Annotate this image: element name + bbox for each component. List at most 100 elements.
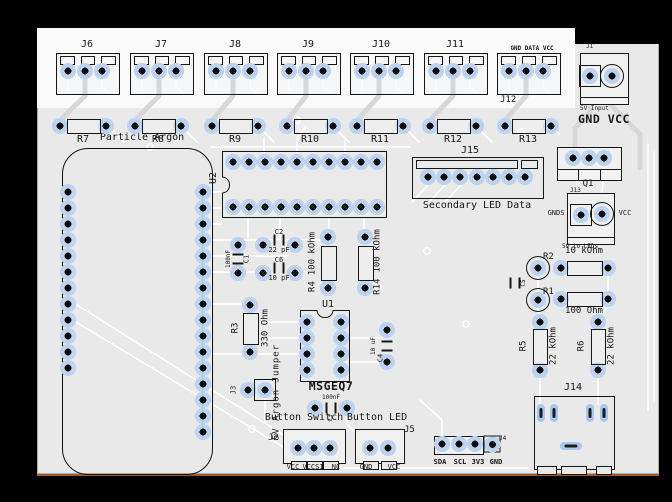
pad xyxy=(298,345,316,363)
resistor-body xyxy=(67,119,101,134)
pad xyxy=(133,62,151,80)
pad xyxy=(419,168,437,186)
j4-pin-label: SDA xyxy=(433,458,447,466)
resistor-body xyxy=(243,313,259,345)
j4-pin-label: 3V3 xyxy=(471,458,485,466)
pad xyxy=(297,62,315,80)
pad xyxy=(272,198,290,216)
pad xyxy=(224,62,242,80)
pad xyxy=(93,62,111,80)
capacitor-ref: C6 xyxy=(274,256,284,264)
pad xyxy=(433,435,451,453)
connector-ref: J11 xyxy=(445,39,465,50)
capacitor-symbol xyxy=(325,402,337,414)
pin1-notch xyxy=(316,310,334,318)
pad xyxy=(298,313,316,331)
pad xyxy=(379,439,397,457)
pad xyxy=(240,198,258,216)
pad xyxy=(59,231,77,249)
pad xyxy=(468,168,486,186)
resistor-body xyxy=(512,119,546,134)
connector-ref: J9 xyxy=(301,39,315,50)
pad xyxy=(500,62,518,80)
j5-caption: Button LED xyxy=(346,412,408,423)
resistor-ref: R8 xyxy=(151,134,165,145)
module-particle-argon[interactable] xyxy=(62,148,213,475)
resistor-body xyxy=(321,246,337,281)
capacitor-symbol xyxy=(232,253,244,265)
j5-pin-label: GND xyxy=(359,463,373,471)
ic-ref: U1 xyxy=(321,299,335,310)
j13-pad-square xyxy=(570,204,592,226)
resistor-ref: R11 xyxy=(370,134,390,145)
j13-left-pin-label: GNDS xyxy=(547,209,565,217)
pad xyxy=(353,62,371,80)
capacitor-ref: C1 xyxy=(242,254,251,264)
pad xyxy=(368,198,386,216)
pad xyxy=(59,295,77,313)
pad xyxy=(320,153,338,171)
connector-ref: J5 xyxy=(404,425,415,435)
resistor-body xyxy=(437,119,471,134)
j14-slot xyxy=(560,442,582,450)
pin1-notch xyxy=(222,176,230,193)
pad xyxy=(298,361,316,379)
resistor-ref: R2 xyxy=(543,252,554,262)
pad xyxy=(370,62,388,80)
resistor-ref: R7 xyxy=(76,134,90,145)
pad xyxy=(444,62,462,80)
j2-pin-label: VCCS1 xyxy=(302,463,324,471)
jumper-note: 5V Argon Jumper xyxy=(271,343,282,441)
pad xyxy=(387,62,405,80)
resistor-ref: R3 xyxy=(230,322,241,334)
pad xyxy=(332,361,350,379)
resistor-value: 330 Ohm xyxy=(260,309,271,347)
j13-caption: 5V to LEDs xyxy=(562,243,599,250)
resistor-ref: R13 xyxy=(518,134,538,145)
pad xyxy=(194,263,212,281)
pad xyxy=(332,345,350,363)
pad xyxy=(484,168,502,186)
connector-ref: J10 xyxy=(371,39,391,50)
resistor-body xyxy=(219,119,253,134)
j1-caption: 5V Input xyxy=(580,105,609,112)
pad xyxy=(194,295,212,313)
connector-ref: J7 xyxy=(154,39,168,50)
j1-pad-round xyxy=(600,64,624,88)
pad xyxy=(194,215,212,233)
pad xyxy=(150,62,168,80)
connector-strip xyxy=(557,169,622,181)
pad xyxy=(336,153,354,171)
capacitor-value: 10 pF xyxy=(268,274,290,282)
pad xyxy=(256,198,274,216)
pad xyxy=(280,62,298,80)
resistor-ref: R10 xyxy=(300,134,320,145)
j1-power-label: GND VCC xyxy=(578,112,630,126)
pad xyxy=(194,311,212,329)
pad xyxy=(59,263,77,281)
connector-ref: J15 xyxy=(460,145,480,156)
pad xyxy=(451,168,469,186)
j4-pad-square xyxy=(483,435,501,453)
pad xyxy=(59,359,77,377)
connector-ref: J6 xyxy=(80,39,94,50)
pad xyxy=(272,153,290,171)
j15-caption: Secondary LED Data xyxy=(422,200,532,211)
capacitor-symbol xyxy=(509,277,521,289)
connector-ref: J8 xyxy=(228,39,242,50)
pad xyxy=(435,168,453,186)
j4-pin-label: SCL xyxy=(453,458,467,466)
connector-ref: J2 xyxy=(268,433,279,443)
pad xyxy=(304,198,322,216)
pad xyxy=(500,168,518,186)
pad xyxy=(305,439,323,457)
resistor-value: 22 kOhm xyxy=(606,327,617,365)
resistor-ref: R6 xyxy=(576,340,587,352)
connector-strip xyxy=(567,237,615,245)
resistor-value: 10 kOhm xyxy=(565,246,603,256)
pad xyxy=(59,343,77,361)
connector-ref: J14 xyxy=(563,382,583,393)
pad xyxy=(288,153,306,171)
pad xyxy=(289,439,307,457)
pad xyxy=(59,279,77,297)
